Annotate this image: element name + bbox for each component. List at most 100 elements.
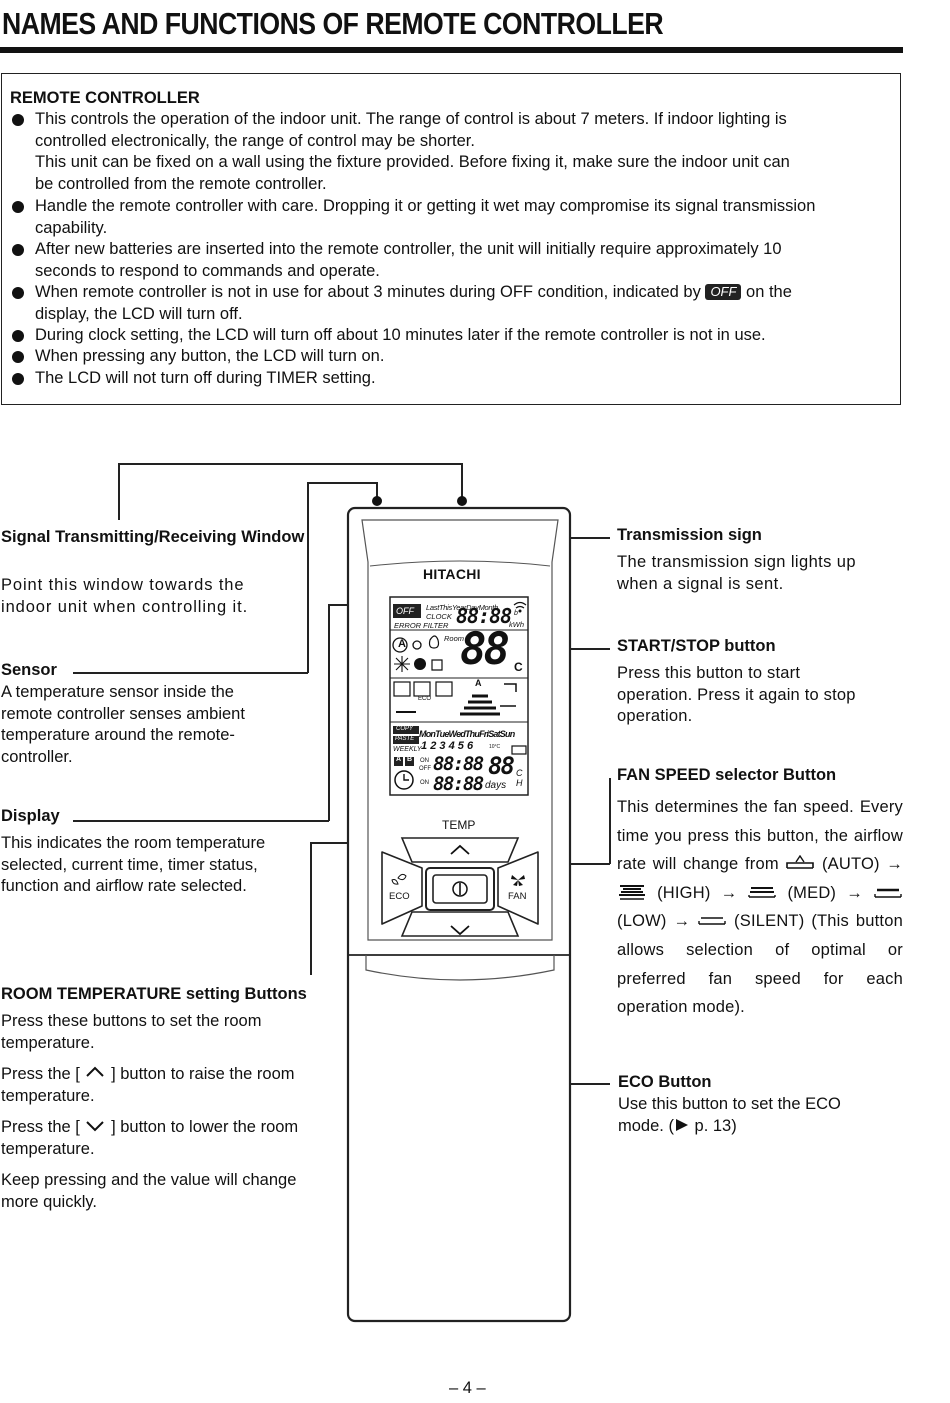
arrow-right-icon: → <box>720 883 738 902</box>
day-mon: Mon <box>419 729 436 739</box>
temp-down-button[interactable] <box>441 912 477 936</box>
lcd-c-label: C <box>516 768 523 778</box>
lcd-weekly-label: WEEKLY <box>393 746 422 753</box>
day-sat: Sat <box>488 729 500 739</box>
lcd-paste-label: PASTE <box>395 736 415 742</box>
lcd-auto-a: A <box>398 638 406 650</box>
bullet-line: Handle the remote controller with care. … <box>35 197 816 215</box>
leader-line <box>73 820 329 822</box>
fan-high-icon <box>619 884 645 900</box>
label-line: A temperature sensor inside the <box>1 683 234 701</box>
day-number: 1 <box>421 740 428 752</box>
lcd-b-label: b <box>514 610 518 617</box>
label-line: Point this window towards the <box>1 576 245 594</box>
bullet-icon <box>12 201 24 213</box>
bullet-line: When remote controller is not in use for… <box>35 283 701 301</box>
fan-silent-icon <box>698 917 726 926</box>
lcd-eco-label: ECO <box>418 696 432 702</box>
start-stop-desc: Press this button to start operation. Pr… <box>617 663 856 728</box>
leader-line <box>307 482 309 673</box>
remote-controller-illustration <box>346 506 572 1323</box>
lcd-timer-off-digits: 88:88 <box>433 773 484 795</box>
fan-silent-text: (SILENT) (This button allows selection o… <box>617 912 903 1017</box>
bullet-line: When pressing any button, the LCD will t… <box>35 347 385 365</box>
raise-temp-desc: Press the [ ] button to raise the room t… <box>1 1064 295 1107</box>
day-number: 5 <box>457 740 464 752</box>
label-line: controller. <box>1 747 73 766</box>
lcd-on-label-2: ON <box>420 780 429 786</box>
label-line: Press the [ <box>1 1118 80 1136</box>
leader-line <box>328 604 330 821</box>
label-line: selected, current time, timer status, <box>1 855 258 874</box>
day-thu: Thu <box>464 729 480 739</box>
keep-pressing-desc: Keep pressing and the value will change … <box>1 1170 296 1213</box>
transmission-sign-desc: The transmission sign lights up when a s… <box>617 552 856 595</box>
lcd-off-label: OFF <box>419 766 431 772</box>
lcd-clock-label: CLOCK <box>426 612 452 621</box>
day-number: 4 <box>448 740 455 752</box>
lcd-timer-a: A <box>396 756 402 763</box>
bullet-line: capability. <box>35 218 108 237</box>
label-line: Keep pressing and the value will change <box>1 1171 297 1189</box>
day-number: 6 <box>466 740 474 752</box>
bullet-icon <box>12 330 24 342</box>
start-stop-title: START/STOP button <box>617 637 776 655</box>
lcd-days-label: days <box>485 780 507 791</box>
label-line: p. 13) <box>694 1116 737 1135</box>
fan-speed-title: FAN SPEED selector Button <box>617 766 837 784</box>
start-stop-button[interactable] <box>433 875 487 903</box>
label-line: indoor unit when controlling it. <box>1 597 249 616</box>
remote-controller-info-box <box>1 73 901 405</box>
day-tue: Tue <box>435 729 449 739</box>
fan-auto-icon <box>786 855 815 869</box>
leader-line <box>376 482 378 501</box>
fan-speed-button[interactable] <box>500 855 536 925</box>
lcd-timer-b: B <box>407 756 413 763</box>
bullet-text-6: When pressing any button, the LCD will t… <box>35 346 890 368</box>
title-rule <box>0 47 903 53</box>
fan-mode-label: (HIGH) <box>657 883 711 902</box>
lcd-10c-label: 10°C <box>489 744 501 750</box>
fan-speed-intro: This determines the fan speed. Every tim… <box>617 798 903 874</box>
label-line: mode. ( <box>618 1116 674 1135</box>
chevron-down-icon <box>86 1121 105 1132</box>
leader-line <box>118 463 120 520</box>
lcd-kwh-label: kWh <box>509 620 524 629</box>
transmission-sign-title: Transmission sign <box>617 526 762 544</box>
label-line: The transmission sign lights up <box>617 553 856 571</box>
bullet-line: display, the LCD will turn off. <box>35 304 243 323</box>
sensor-title: Sensor <box>1 661 57 679</box>
lcd-room-label: Room <box>444 634 465 643</box>
day-number: 3 <box>439 740 446 752</box>
label-line: function and airflow rate selected. <box>1 877 247 896</box>
off-indicator-badge: OFF <box>705 284 742 300</box>
display-desc: This indicates the room temperature sele… <box>1 833 265 898</box>
leader-dot <box>372 496 382 506</box>
display-title: Display <box>1 807 60 825</box>
leader-line <box>609 778 611 864</box>
lcd-on-label: ON <box>420 758 429 764</box>
label-line: remote controller senses ambient <box>1 704 245 723</box>
temp-up-button[interactable] <box>441 838 477 862</box>
eco-button[interactable] <box>384 855 420 925</box>
leader-line <box>73 672 308 674</box>
lcd-day-numbers: 1 2 3 4 5 6 <box>421 740 473 752</box>
lcd-energy-digits: 88:88 <box>456 604 512 628</box>
room-temp-title: ROOM TEMPERATURE setting Buttons <box>1 985 307 1003</box>
leader-line <box>560 648 610 650</box>
fan-speed-desc: This determines the fan speed. Every tim… <box>617 793 903 1022</box>
label-line: temperature. <box>1 1086 95 1105</box>
label-line: Press this button to start <box>617 664 801 682</box>
label-line: temperature. <box>1 1139 95 1158</box>
label-line: operation. <box>617 707 693 726</box>
bullet-text-5: During clock setting, the LCD will turn … <box>35 325 890 347</box>
room-temp-desc: Press these buttons to set the room temp… <box>1 1011 261 1054</box>
lcd-temp-unit: C <box>514 660 523 674</box>
leader-line <box>461 463 463 501</box>
leader-line <box>310 842 312 975</box>
leader-dot <box>457 496 467 506</box>
lcd-period-labels: LastThisYearDayMonth <box>426 603 498 612</box>
bullet-icon <box>12 287 24 299</box>
day-sun: Sun <box>499 729 515 739</box>
label-line: ] button to raise the room <box>111 1065 295 1083</box>
